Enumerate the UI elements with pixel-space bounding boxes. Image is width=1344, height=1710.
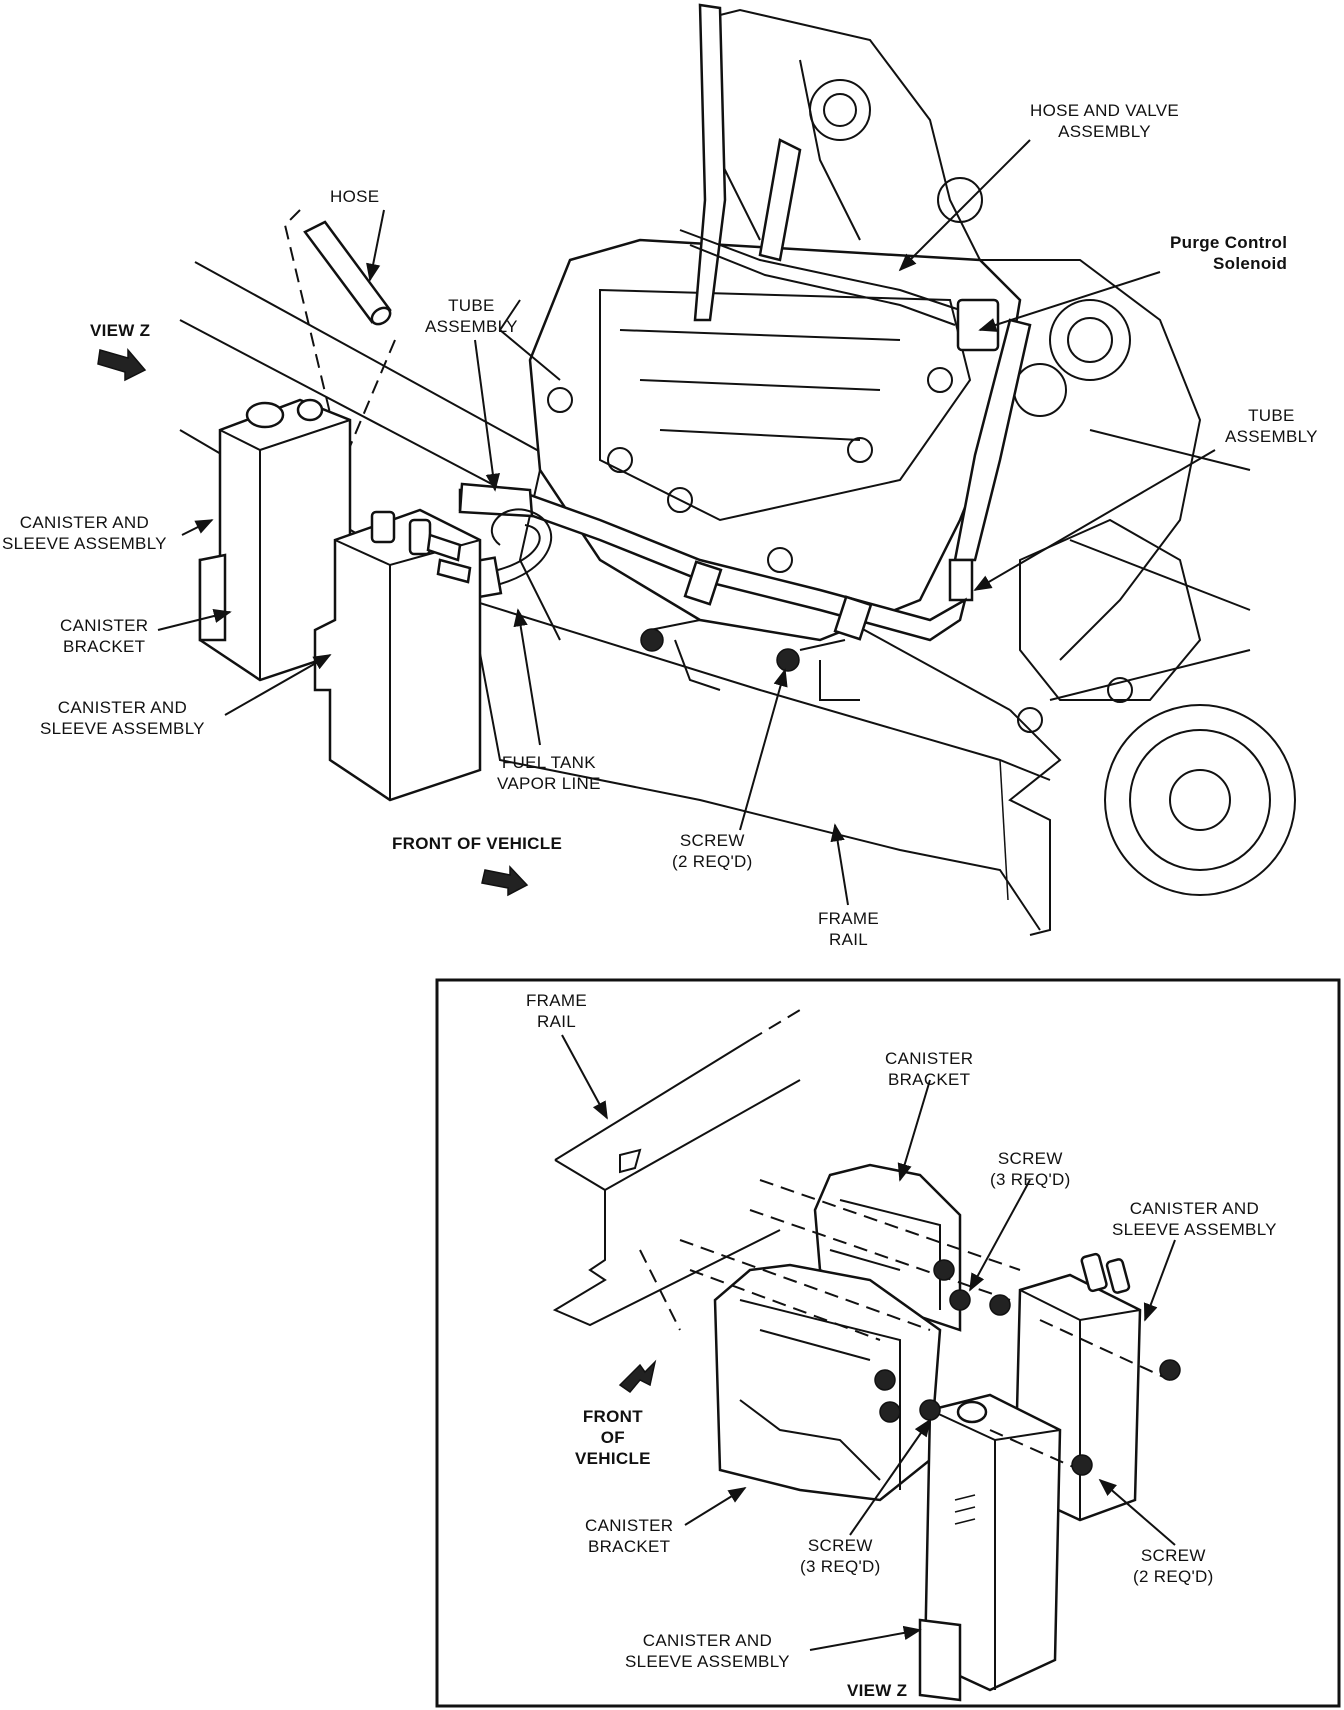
view-z-inset	[435, 978, 1341, 1708]
view-z-arrow	[97, 347, 147, 382]
inset-title-view-z: VIEW Z	[847, 1681, 908, 1700]
inset-label-front-of-vehicle: FRONT OF VEHICLE	[575, 1407, 651, 1468]
label-purge-control-solenoid: Purge Control Solenoid	[1170, 233, 1288, 273]
label-canister-bracket: CANISTER BRACKET	[60, 616, 149, 656]
label-frame-rail: FRAME RAIL	[818, 909, 879, 949]
front-of-vehicle-arrow	[481, 865, 529, 897]
label-hose-and-valve-assembly: HOSE AND VALVE ASSEMBLY	[1030, 101, 1180, 141]
label-fuel-tank-vapor-line: FUEL TANK VAPOR LINE	[497, 753, 601, 793]
inset-label-frame-rail: FRAME RAIL	[526, 991, 587, 1031]
inset-label-canister-sleeve-assembly-right: CANISTER AND SLEEVE ASSEMBLY	[1112, 1199, 1277, 1239]
screw-pair	[640, 619, 860, 701]
tube-assembly-main	[458, 482, 967, 642]
label-tube-assembly-left: TUBE ASSEMBLY	[425, 296, 518, 336]
inset-label-screw-2-reqd-right: SCREW (2 REQ'D)	[1133, 1546, 1214, 1586]
label-front-of-vehicle: FRONT OF VEHICLE	[392, 834, 563, 853]
inset-label-screw-3-reqd-mid: SCREW (3 REQ'D)	[800, 1536, 881, 1576]
inset-label-canister-bracket-top: CANISTER BRACKET	[885, 1049, 974, 1089]
main-view-illustration	[97, 3, 1296, 936]
inset-label-canister-bracket-lower: CANISTER BRACKET	[585, 1516, 674, 1556]
label-hose: HOSE	[330, 187, 380, 206]
inset-front-arrow	[618, 1359, 657, 1394]
label-screw-2-reqd: SCREW (2 REQ'D)	[672, 831, 753, 871]
inset-bracket-lower	[713, 1263, 942, 1502]
label-canister-sleeve-assembly-lower: CANISTER AND SLEEVE ASSEMBLY	[40, 698, 205, 738]
inset-label-canister-sleeve-assembly-bottom: CANISTER AND SLEEVE ASSEMBLY	[625, 1631, 790, 1671]
inset-screws	[639, 1179, 1181, 1476]
inset-frame-rail	[552, 1009, 801, 1327]
inset-canister-front	[918, 1393, 1062, 1702]
leader-lines	[157, 139, 1216, 906]
inset-label-screw-3-reqd-top: SCREW (3 REQ'D)	[990, 1149, 1071, 1189]
label-canister-sleeve-assembly-top: CANISTER AND SLEEVE ASSEMBLY	[2, 513, 167, 553]
inset-leader-lines	[561, 1034, 1176, 1651]
label-view-z-reference: VIEW Z	[90, 321, 151, 340]
label-tube-assembly-right: TUBE ASSEMBLY	[1225, 406, 1318, 446]
canister-front	[313, 508, 482, 802]
inset-bracket-upper	[813, 1163, 962, 1332]
canister-rear	[198, 398, 352, 682]
